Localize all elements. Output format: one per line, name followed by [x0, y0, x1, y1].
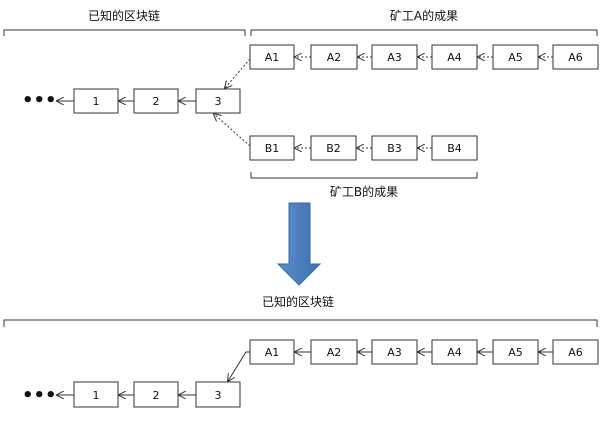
block-a6-bottom-label: A6 [568, 346, 583, 359]
block-a1-label: A1 [265, 51, 280, 64]
ellipsis-top: ••• [22, 90, 57, 111]
block-a2 [310, 44, 358, 70]
transition-down-arrow [276, 202, 322, 286]
block-b4-label: B4 [447, 142, 462, 155]
block-a1-bottom-label: A1 [265, 346, 280, 359]
block-2-bottom-label: 2 [153, 389, 160, 402]
block-a3-label: A3 [387, 51, 402, 64]
known-chain-bottom: ••• 1 2 3 [22, 381, 241, 408]
block-a2-bottom-label: A2 [327, 346, 342, 359]
block-a5-bottom [492, 339, 539, 365]
arrow-b1-3-fork [214, 114, 251, 147]
block-b1-label: B1 [265, 142, 280, 155]
block-a4-bottom-label: A4 [447, 346, 462, 359]
block-b4 [431, 135, 478, 161]
known-chain-label: 已知的区块链 [88, 8, 160, 23]
known-chain-top: ••• 1 2 3 [22, 88, 241, 114]
block-3-bottom [195, 381, 241, 408]
miner-b-bracket [250, 172, 478, 179]
miner-a-bracket [250, 29, 598, 36]
block-a3-bottom [371, 339, 418, 365]
block-b2-label: B2 [326, 142, 341, 155]
block-1-top-label: 1 [93, 95, 100, 108]
block-a2-label: A2 [327, 51, 342, 64]
miner-b-label: 矿工B的成果 [330, 184, 398, 199]
block-3-bottom-label: 3 [215, 389, 222, 402]
block-a6-label: A6 [568, 51, 583, 64]
block-3-top-label: 3 [215, 95, 222, 108]
known-chain-bracket-bottom [3, 319, 598, 327]
miner-a-label: 矿工A的成果 [390, 8, 458, 23]
miner-a-chain: A1 A2 A3 A4 A5 A6 [249, 44, 599, 70]
merged-chain-bottom: A1 A2 A3 A4 A5 A6 [249, 339, 599, 365]
block-a3 [371, 44, 418, 70]
block-a5-bottom-label: A5 [508, 346, 523, 359]
block-1-bottom-label: 1 [93, 389, 100, 402]
miner-b-chain: B1 B2 B3 B4 [249, 135, 478, 161]
arrow-a1-3-bottom [228, 351, 250, 381]
block-b3 [371, 135, 418, 161]
block-a5-label: A5 [508, 51, 523, 64]
block-b3-label: B3 [387, 142, 402, 155]
block-a4-label: A4 [447, 51, 462, 64]
block-a5 [492, 44, 539, 70]
ellipsis-bottom: ••• [22, 385, 57, 406]
block-2-bottom [133, 381, 179, 408]
arrow-a1-3-fork [225, 58, 251, 88]
known-chain-bracket [3, 29, 246, 36]
block-a6-bottom [552, 339, 599, 365]
block-a3-bottom-label: A3 [387, 346, 402, 359]
known-chain-label-bottom: 已知的区块链 [262, 294, 334, 309]
block-a1 [249, 44, 295, 70]
block-b1 [249, 135, 295, 161]
block-2-top-label: 2 [153, 95, 160, 108]
